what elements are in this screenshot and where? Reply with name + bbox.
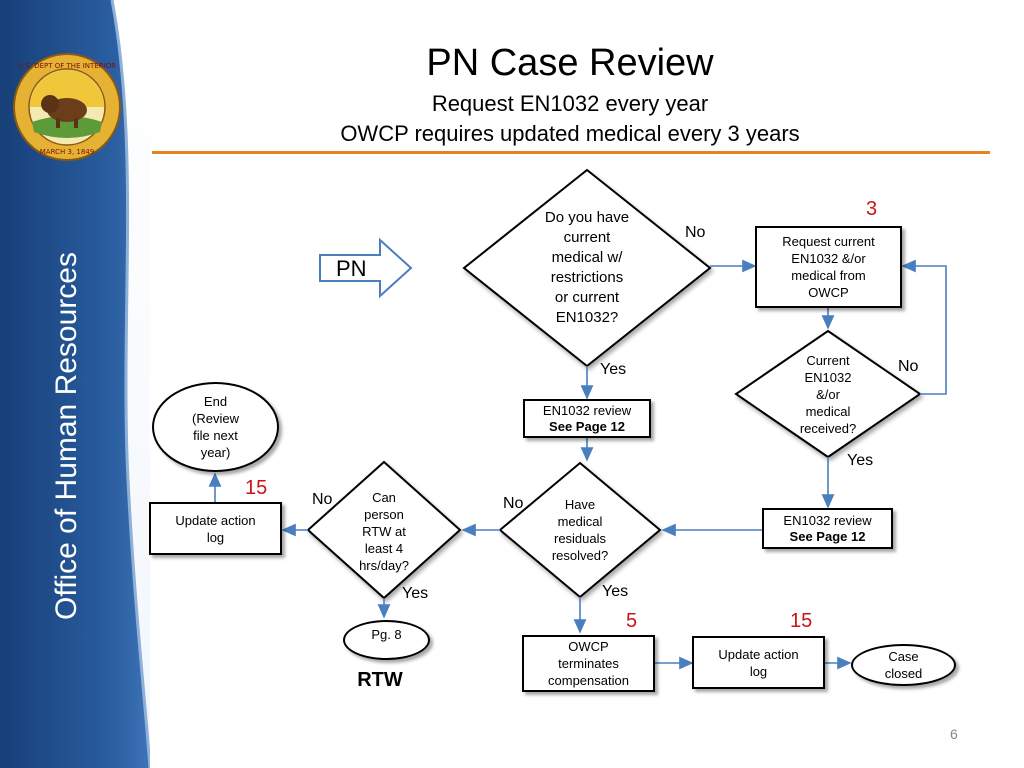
sidebar-background (0, 0, 150, 768)
decision-current-label: Do you have current medical w/ restricti… (544, 209, 630, 326)
pn-label: PN (336, 256, 367, 281)
page-number: 6 (950, 726, 958, 742)
review-left-text: EN1032 review (542, 402, 632, 418)
step-number-15-left: 15 (245, 477, 268, 499)
review-right-text: EN1032 review (783, 512, 872, 528)
update-log-bottom-box: Update action log (692, 636, 825, 689)
label-no-received: No (898, 358, 919, 375)
label-no-rtw: No (312, 491, 333, 508)
page-title: PN Case Review (426, 42, 714, 84)
case-closed-node: Case closed (851, 644, 956, 686)
svg-text:U.S. DEPT OF THE INTERIOR: U.S. DEPT OF THE INTERIOR (18, 62, 116, 70)
page-subtitle-1: Request EN1032 every year (431, 91, 709, 116)
label-yes-top: Yes (600, 361, 627, 378)
step-number-15-bottom: 15 (790, 610, 813, 632)
decision-rtw-label: Can person RTW at least 4 hrs/day? (359, 489, 409, 573)
rtw-label: RTW (357, 668, 403, 691)
end-node: End (Review file next year) (152, 382, 279, 472)
pn-arrow-shape (319, 237, 413, 299)
step-number-5: 5 (626, 610, 638, 632)
request-box: Request current EN1032 &/or medical from… (755, 226, 902, 308)
title-divider (152, 151, 990, 154)
label-yes-received: Yes (847, 452, 874, 469)
decision-received-label: Current EN1032 &/or medical received? (799, 352, 857, 436)
department-seal-logo: U.S. DEPT OF THE INTERIOR MARCH 3, 1849 (13, 53, 121, 161)
label-yes-residuals: Yes (602, 583, 629, 600)
review-left-link: See Page 12 (549, 418, 625, 434)
review-right-link: See Page 12 (789, 528, 866, 544)
svg-text:MARCH 3, 1849: MARCH 3, 1849 (40, 148, 94, 156)
pg8-node: Pg. 8 (343, 620, 430, 660)
page-subtitle-2: OWCP requires updated medical every 3 ye… (340, 121, 800, 146)
label-no-residuals: No (503, 495, 524, 512)
label-yes-rtw: Yes (402, 585, 429, 602)
en1032-review-left: EN1032 review See Page 12 (523, 399, 651, 438)
arrow-received-no-loop (901, 259, 947, 395)
en1032-review-right: EN1032 review See Page 12 (762, 508, 893, 549)
update-log-left-box: Update action log (149, 502, 282, 555)
decision-residuals-label: Have medical residuals resolved? (551, 497, 609, 563)
owcp-terminates-box: OWCP terminates compensation (522, 635, 655, 692)
label-no-top: No (685, 224, 706, 241)
step-number-3: 3 (866, 198, 878, 220)
